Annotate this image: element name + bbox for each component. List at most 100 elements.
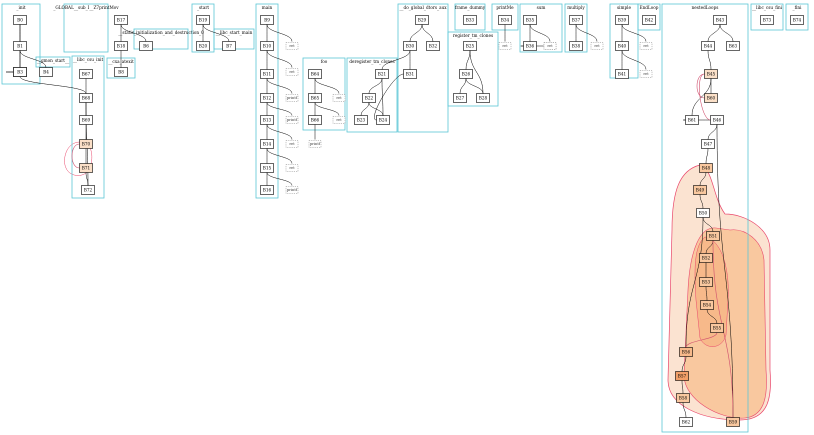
node-b41[interactable]: B41 — [615, 69, 629, 79]
node-b36[interactable]: B36 — [523, 41, 537, 51]
node-b12[interactable]: B12 — [260, 93, 274, 103]
node-b25[interactable]: B25 — [463, 41, 477, 51]
node-b35[interactable]: B35 — [523, 15, 537, 25]
external-ret13[interactable]: ret — [639, 70, 653, 78]
node-b62[interactable]: B62 — [679, 417, 693, 427]
node-b8[interactable]: B8 — [114, 67, 128, 77]
node-box — [453, 93, 467, 103]
external-ret4[interactable]: ret — [285, 164, 299, 172]
node-b39[interactable]: B39 — [615, 15, 629, 25]
node-box — [196, 15, 210, 25]
node-b10[interactable]: B10 — [260, 41, 274, 51]
node-b13[interactable]: B13 — [260, 115, 274, 125]
node-b43[interactable]: B43 — [713, 15, 727, 25]
node-b51[interactable]: B51 — [706, 231, 720, 241]
node-b22[interactable]: B22 — [362, 93, 376, 103]
node-b61[interactable]: B61 — [685, 115, 699, 125]
external-ret10[interactable]: ret — [590, 42, 604, 50]
node-b68[interactable]: B68 — [79, 93, 93, 103]
node-b7[interactable]: B7 — [222, 41, 236, 51]
external-printf1[interactable]: printf — [285, 94, 299, 102]
node-b53[interactable]: B53 — [699, 277, 713, 287]
node-b69[interactable]: B69 — [79, 115, 93, 125]
node-b17[interactable]: B17 — [114, 15, 128, 25]
edge-b44-b45 — [707, 50, 712, 70]
node-box — [13, 41, 27, 51]
external-ret1[interactable]: ret — [285, 42, 299, 50]
node-box — [699, 277, 713, 287]
node-label: B20 — [199, 44, 208, 49]
node-b64[interactable]: B64 — [308, 69, 322, 79]
node-b30[interactable]: B30 — [403, 41, 417, 51]
node-b46[interactable]: B46 — [710, 115, 724, 125]
external-printf3[interactable]: printf — [285, 186, 299, 194]
node-b6[interactable]: B6 — [139, 41, 153, 51]
node-b72[interactable]: B72 — [81, 185, 95, 195]
node-b3[interactable]: B3 — [13, 67, 27, 77]
node-b60[interactable]: B60 — [704, 93, 718, 103]
node-b15[interactable]: B15 — [260, 163, 274, 173]
node-b16[interactable]: B16 — [260, 185, 274, 195]
node-b48[interactable]: B48 — [699, 163, 713, 173]
node-b0[interactable]: B0 — [13, 15, 27, 25]
node-b9[interactable]: B9 — [260, 15, 274, 25]
node-b49[interactable]: B49 — [693, 185, 707, 195]
node-box — [463, 41, 477, 51]
node-b54[interactable]: B54 — [700, 300, 714, 310]
node-b32[interactable]: B32 — [426, 41, 440, 51]
node-b33[interactable]: B33 — [463, 15, 477, 25]
external-ret2[interactable]: ret — [285, 68, 299, 76]
edge-b54-b55 — [706, 309, 718, 324]
node-b73[interactable]: B73 — [760, 15, 774, 25]
node-b28[interactable]: B28 — [476, 93, 490, 103]
node-b52[interactable]: B52 — [699, 253, 713, 263]
node-b45[interactable]: B45 — [704, 69, 718, 79]
node-b29[interactable]: B29 — [415, 15, 429, 25]
node-b66[interactable]: B66 — [308, 115, 322, 125]
node-b4[interactable]: B4 — [39, 67, 53, 77]
external-ret6[interactable]: ret — [332, 116, 346, 124]
node-b27[interactable]: B27 — [453, 93, 467, 103]
node-b42[interactable]: B42 — [642, 15, 656, 25]
node-b14[interactable]: B14 — [260, 139, 274, 149]
node-label: B19 — [199, 18, 208, 23]
node-b70[interactable]: B70 — [79, 139, 93, 149]
node-b1[interactable]: B1 — [13, 41, 27, 51]
node-b65[interactable]: B65 — [308, 93, 322, 103]
node-b20[interactable]: B20 — [196, 41, 210, 51]
external-ret12[interactable]: ret — [639, 42, 653, 50]
node-b59[interactable]: B59 — [726, 417, 740, 427]
node-label: B73 — [763, 18, 772, 23]
node-b19[interactable]: B19 — [196, 15, 210, 25]
function-clusters: _init__libc_csu_init__gmon_start___GLOBA… — [1, 3, 809, 433]
node-b31[interactable]: B31 — [403, 69, 417, 79]
node-b21[interactable]: B21 — [375, 69, 389, 79]
node-b18[interactable]: B18 — [114, 41, 128, 51]
external-ret5[interactable]: ret — [332, 94, 346, 102]
node-b38[interactable]: B38 — [569, 41, 583, 51]
node-b55[interactable]: B55 — [710, 323, 724, 333]
node-b37[interactable]: B37 — [569, 15, 583, 25]
edge-b46-b47 — [707, 124, 718, 140]
node-b40[interactable]: B40 — [615, 41, 629, 51]
node-b67[interactable]: B67 — [79, 69, 93, 79]
node-b47[interactable]: B47 — [701, 139, 715, 149]
node-b50[interactable]: B50 — [696, 208, 710, 218]
node-b24[interactable]: B24 — [376, 115, 390, 125]
node-b74[interactable]: B74 — [790, 15, 804, 25]
node-b58[interactable]: B58 — [676, 393, 690, 403]
node-b23[interactable]: B23 — [354, 115, 368, 125]
external-printf2[interactable]: printf — [285, 116, 299, 124]
external-ret9[interactable]: ret — [543, 42, 557, 50]
node-b56[interactable]: B56 — [679, 347, 693, 357]
external-ret7[interactable]: ret — [498, 42, 512, 50]
node-b44[interactable]: B44 — [701, 41, 715, 51]
node-b71[interactable]: B71 — [79, 163, 93, 173]
external-printf4[interactable]: printf — [308, 140, 322, 148]
node-b63[interactable]: B63 — [726, 41, 740, 51]
external-ret3[interactable]: ret — [285, 140, 299, 148]
node-b34[interactable]: B34 — [498, 15, 512, 25]
node-b57[interactable]: B57 — [675, 371, 689, 381]
node-b26[interactable]: B26 — [459, 69, 473, 79]
node-b11[interactable]: B11 — [260, 69, 274, 79]
